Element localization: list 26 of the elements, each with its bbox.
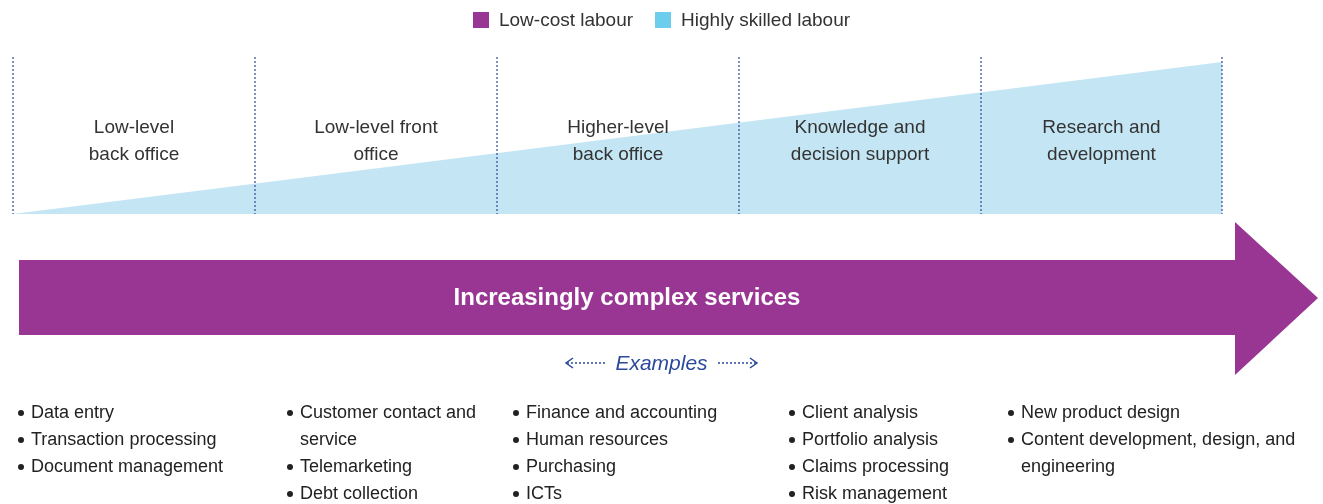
process-arrow: [19, 222, 1319, 375]
column-heading: Higher-level back office: [566, 115, 670, 166]
bullet-item: Purchasing: [511, 453, 781, 480]
bullet-item: Customer contact and service: [285, 399, 505, 453]
arrow-label: Increasingly complex services: [452, 282, 802, 312]
bullet-item: Content development, design, and engineering: [1006, 426, 1306, 480]
bullet-item: Human resources: [511, 426, 781, 453]
bullet-item: Claims processing: [787, 453, 1002, 480]
bullet-item: Debt collection: [285, 480, 505, 504]
bullet-item: ICTs: [511, 480, 781, 504]
bullet-item: New product design: [1006, 399, 1306, 426]
bullet-item: Data entry: [16, 399, 278, 426]
column-heading: Low-level front office: [313, 115, 439, 166]
legend-label: Highly skilled labour: [681, 9, 851, 31]
bullet-item: Transaction processing: [16, 426, 278, 453]
column-heading: Low-level back office: [87, 115, 181, 166]
bullet-item: Telemarketing: [285, 453, 505, 480]
examples-label: Examples: [615, 351, 708, 375]
column-heading: Knowledge and decision support: [789, 115, 931, 166]
bullet-item: Portfolio analysis: [787, 426, 1002, 453]
bullet-item: Risk management: [787, 480, 1002, 504]
legend-label: Low-cost labour: [498, 9, 634, 31]
bullet-item: Finance and accounting: [511, 399, 781, 426]
column-heading: Research and development: [1041, 115, 1162, 166]
bullet-item: Client analysis: [787, 399, 1002, 426]
bullet-item: Document management: [16, 453, 278, 480]
